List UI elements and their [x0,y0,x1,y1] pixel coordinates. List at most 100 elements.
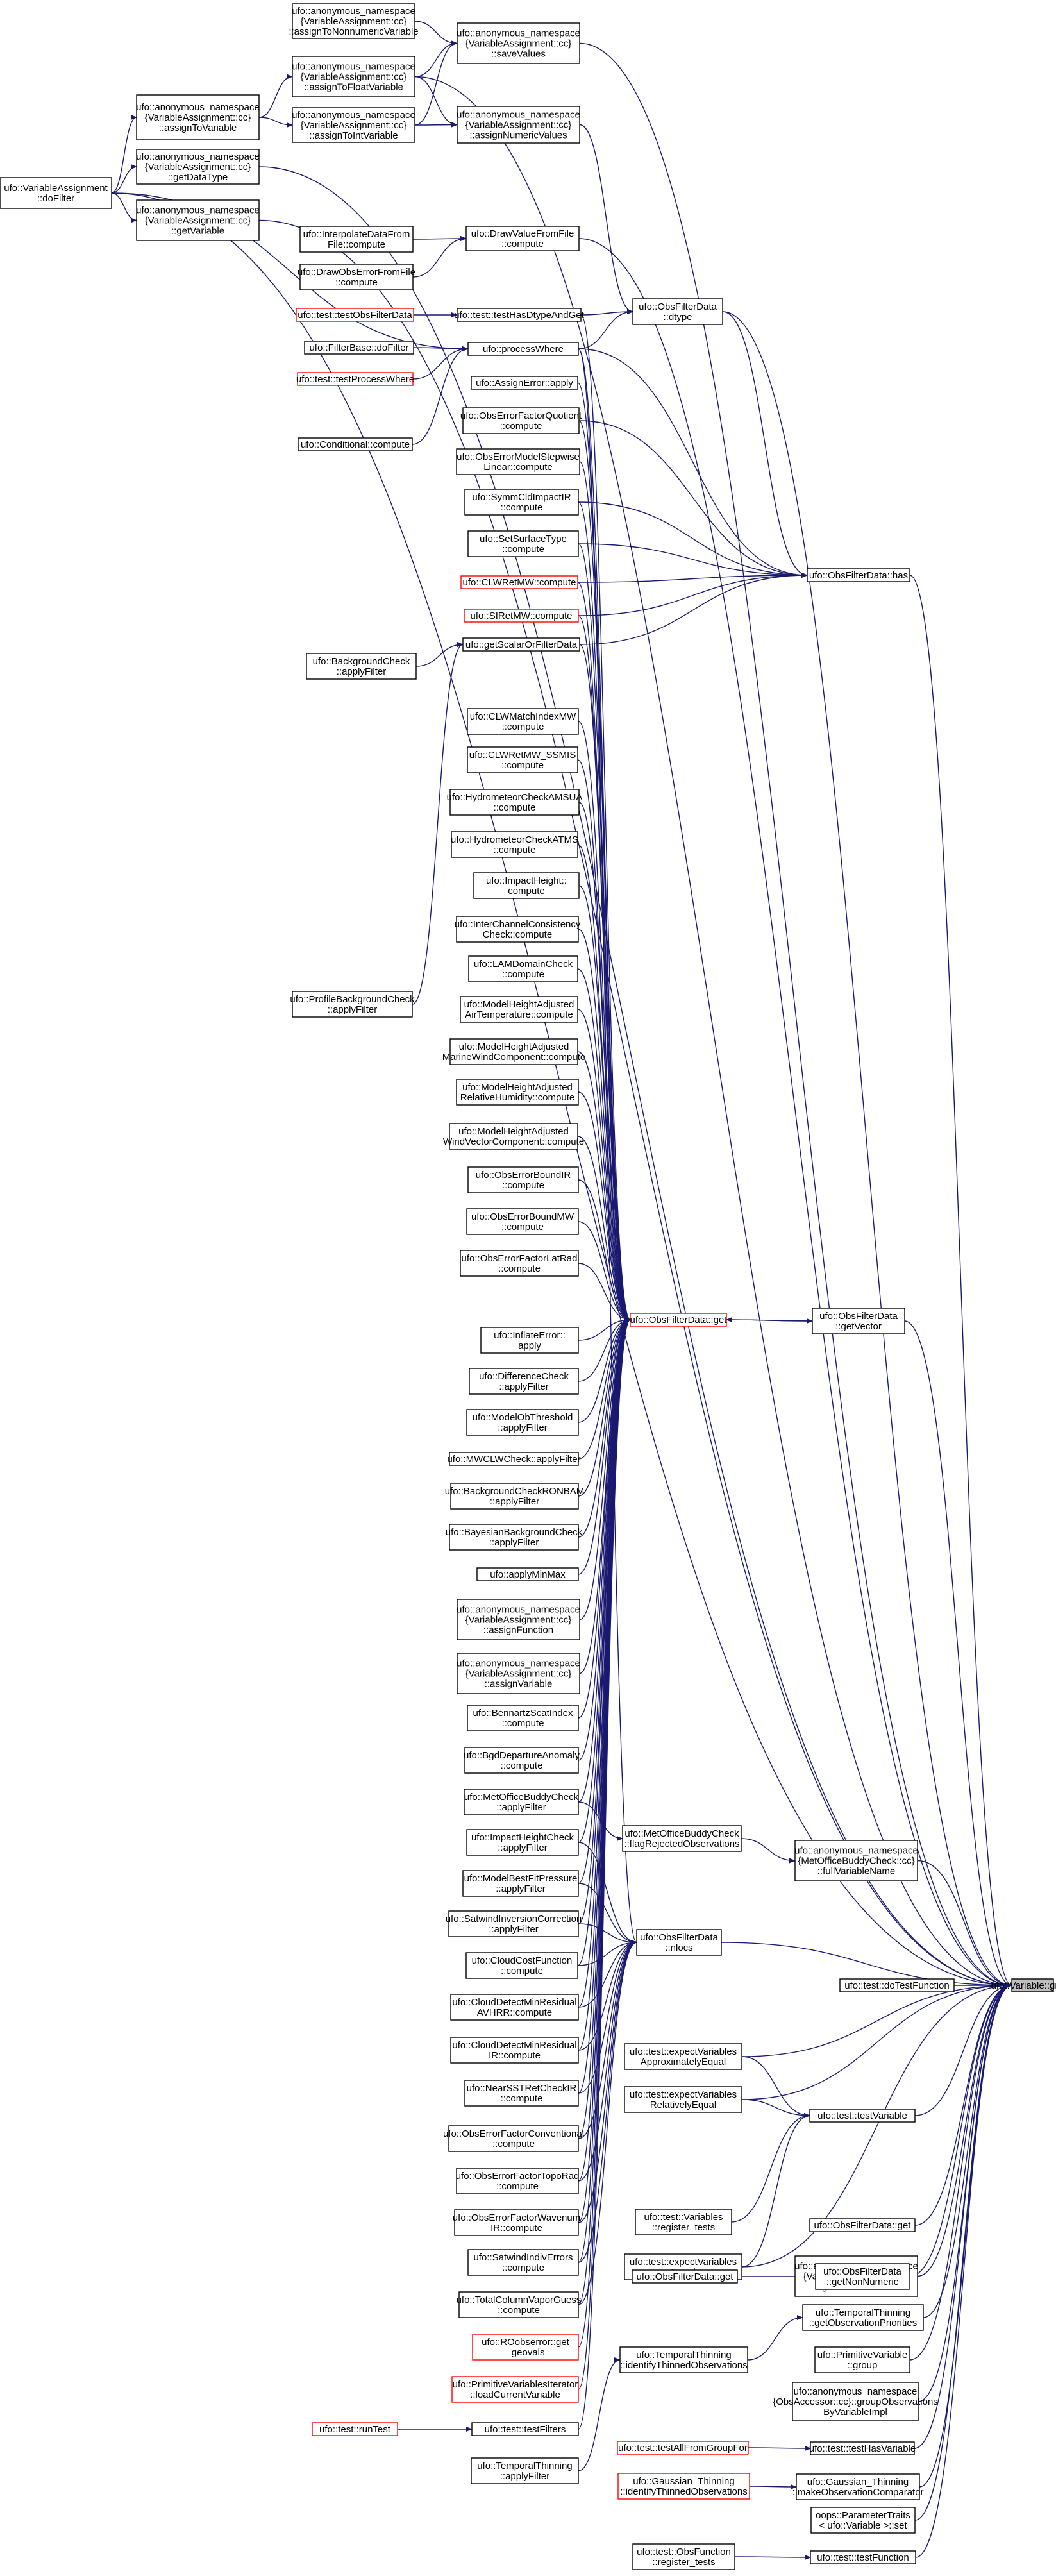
node-testProcessWhere[interactable]: ufo::test::testProcessWhere [296,372,414,386]
node-interChan[interactable]: ufo::InterChannelConsistencyCheck::compu… [455,916,581,943]
node-mhMarine[interactable]: ufo::ModelHeightAdjustedMarineWindCompon… [442,1038,585,1065]
node-impactH[interactable]: ufo::ImpactHeight::compute [473,872,580,899]
node-primIter[interactable]: ufo::PrimitiveVariablesIterator::loadCur… [451,2376,579,2403]
node-obsFuncReg[interactable]: ufo::test::ObsFunction::register_tests [632,2543,735,2570]
node-gaussIdent[interactable]: ufo::Gaussian_Thinning::identifyThinnedO… [617,2473,750,2500]
node-cloudCost[interactable]: ufo::CloudCostFunction::compute [465,1952,578,1979]
node-clwssmis[interactable]: ufo::CLWRetMW_SSMIS::compute [467,746,578,773]
node-testDo[interactable]: ufo::test::doTestFunction [839,1978,955,1992]
node-lamDomain[interactable]: ufo::LAMDomainCheck::compute [468,955,578,982]
node-clwret[interactable]: ufo::CLWRetMW::compute [460,575,578,589]
node-minmax[interactable]: ufo::applyMinMax [476,1567,579,1581]
node-assignFloat[interactable]: ufo::anonymous_namespace{VariableAssignm… [292,56,415,97]
node-assignErr[interactable]: ufo::AssignError::apply [471,376,578,390]
node-totalCol[interactable]: ufo::TotalColumnVaporGuess::compute [457,2291,582,2318]
node-fullVarName[interactable]: ufo::anonymous_namespace{MetOfficeBuddyC… [794,1840,918,1881]
node-getGet3[interactable]: ufo::ObsFilterData::get [632,2269,738,2284]
node-bennartz[interactable]: ufo::BennartzScatIndex::compute [467,1705,579,1731]
node-getPrior[interactable]: ufo::TemporalThinning::getObservationPri… [802,2304,924,2331]
node-getDataType[interactable]: ufo::anonymous_namespace{VariableAssignm… [136,149,260,185]
node-testHasVar[interactable]: ufo::test::testHasVariable [809,2441,916,2455]
node-expectApprox[interactable]: ufo::test::expectVariablesApproximatelyE… [624,2043,742,2070]
node-conditional[interactable]: ufo::Conditional::compute [298,437,413,451]
node-getScalar[interactable]: ufo::getScalarOrFilterData [462,637,580,652]
node-filterBase[interactable]: ufo::FilterBase::doFilter [304,341,414,355]
node-testAllFrom[interactable]: ufo::test::testAllFromGroupFor [617,2441,749,2455]
node-getNonNum[interactable]: ufo::ObsFilterData::getNonNumeric [815,2263,910,2290]
node-profBg[interactable]: ufo::ProfileBackgroundCheck::applyFilter [290,991,415,1018]
node-dtype[interactable]: ufo::ObsFilterData::dtype [632,298,723,325]
node-errTopo[interactable]: ufo::ObsErrorFactorTopoRad::compute [456,2168,580,2194]
node-errQuot[interactable]: ufo::ObsErrorFactorQuotient::compute [460,407,582,434]
node-runTest[interactable]: ufo::test::runTest [312,2422,398,2436]
node-testHasDtype[interactable]: ufo::test::testHasDtypeAndGet [454,308,585,322]
node-box [448,1910,579,1937]
node-roObs[interactable]: ufo::ROobserror::get_geovals [472,2334,579,2361]
node-inflate[interactable]: ufo::InflateError::apply [480,1327,579,1354]
node-groupObs[interactable]: ufo::anonymous_namespace{ObsAccessor::cc… [773,2382,938,2421]
node-testFunction[interactable]: ufo::test::testFunction [810,2550,916,2564]
node-assignInt[interactable]: ufo::anonymous_namespace{VariableAssignm… [292,107,415,143]
node-bayes[interactable]: ufo::BayesianBackgroundCheck::applyFilte… [446,1524,583,1551]
node-regTests[interactable]: ufo::test::Variables::register_tests [635,2209,732,2235]
node-identThin[interactable]: ufo::TemporalThinning::identifyThinnedOb… [619,2346,748,2373]
node-assignFunc[interactable]: ufo::anonymous_namespace{VariableAssignm… [457,1599,580,1640]
node-assignVar[interactable]: ufo::anonymous_namespace{VariableAssignm… [457,1653,580,1694]
node-errConv[interactable]: ufo::ObsErrorFactorConventional::compute [443,2125,584,2152]
node-mhRH[interactable]: ufo::ModelHeightAdjustedRelativeHumidity… [456,1079,579,1106]
node-temporalApply[interactable]: ufo::TemporalThinning::applyFilter [471,2457,579,2484]
node-mwclw[interactable]: ufo::MWCLWCheck::applyFilter [447,1452,581,1466]
node-modelOb[interactable]: ufo::ModelObThreshold::applyFilter [466,1409,579,1436]
node-siret[interactable]: ufo::SIRetMW::compute [464,609,579,623]
node-primGroup[interactable]: ufo::PrimitiveVariable::group [814,2346,910,2373]
node-processWhere[interactable]: ufo::processWhere [467,342,579,356]
node-paramSet[interactable]: oops::ParameterTraits< ufo::Variable >::… [810,2507,916,2534]
node-impactHC[interactable]: ufo::ImpactHeightCheck::applyFilter [466,1829,579,1856]
node-errLatRad[interactable]: ufo::ObsErrorFactorLatRad::compute [460,1250,579,1277]
node-hydroAMSUA[interactable]: ufo::HydrometeorCheckAMSUA::compute [447,789,583,816]
node-gaussComp[interactable]: ufo::Gaussian_Thinning::makeObservationC… [792,2473,924,2500]
node-box [457,106,580,144]
node-getVector[interactable]: ufo::ObsFilterData::getVector [812,1308,905,1334]
node-symm[interactable]: ufo::SymmCldImpactIR::compute [464,489,579,516]
node-drawObsErr[interactable]: ufo::DrawObsErrorFromFile::compute [298,264,415,290]
node-has[interactable]: ufo::ObsFilterData::has [807,568,910,582]
node-errStep[interactable]: ufo::ObsErrorModelStepwiseLinear::comput… [456,448,580,475]
node-assignNumeric[interactable]: ufo::anonymous_namespace{VariableAssignm… [457,106,580,144]
node-nlocs[interactable]: ufo::ObsFilterData::nlocs [636,1929,722,1956]
node-satInv[interactable]: ufo::SatwindInversionCorrection::applyFi… [446,1910,582,1937]
node-saveValues[interactable]: ufo::anonymous_namespace{VariableAssignm… [457,22,580,64]
node-group[interactable]: ufo::Variable::group [991,1978,1056,1992]
node-bgdDep[interactable]: ufo::BgdDepartureAnomaly::compute [464,1747,580,1774]
node-getGroup2[interactable]: ufo::ObsFilterData::get [809,2218,916,2232]
node-expectRel[interactable]: ufo::test::expectVariablesRelativelyEqua… [624,2086,742,2113]
node-mhAir[interactable]: ufo::ModelHeightAdjustedAirTemperature::… [460,996,578,1023]
node-setSurf[interactable]: ufo::SetSurfaceType::compute [467,530,579,557]
node-bgcheck[interactable]: ufo::BackgroundCheck::applyFilter [306,653,417,680]
node-testObsFilterData[interactable]: ufo::test::testObsFilterData [296,308,414,322]
node-moBuddy[interactable]: ufo::MetOfficeBuddyCheck::applyFilter [464,1789,579,1815]
node-testVariable[interactable]: ufo::test::testVariable [809,2109,916,2123]
node-assignToVar[interactable]: ufo::anonymous_namespace{VariableAssignm… [136,94,260,140]
node-bgRONBAM[interactable]: ufo::BackgroundCheckRONBAM::applyFilter [445,1483,585,1510]
node-vdofilter[interactable]: ufo::VariableAssignment::doFilter [0,177,112,209]
node-mhWind[interactable]: ufo::ModelHeightAdjustedWindVectorCompon… [443,1123,584,1150]
node-clwmatch[interactable]: ufo::CLWMatchIndexMW::compute [467,708,579,735]
node-errBoundIR[interactable]: ufo::ObsErrorBoundIR::compute [467,1166,579,1193]
node-diffCheck[interactable]: ufo::DifferenceCheck::applyFilter [469,1368,579,1395]
node-flagRej[interactable]: ufo::MetOfficeBuddyCheck::flagRejectedOb… [622,1825,742,1852]
node-testFilters[interactable]: ufo::test::testFilters [471,2422,579,2436]
node-getVariable[interactable]: ufo::anonymous_namespace{VariableAssignm… [136,199,260,241]
node-hydroATMS[interactable]: ufo::HydrometeorCheckATMS::compute [451,831,578,858]
node-satIndiv[interactable]: ufo::SatwindIndivErrors::compute [467,2249,579,2276]
node-nearSST[interactable]: ufo::NearSSTRetCheckIR::compute [464,2080,579,2107]
node-get[interactable]: ufo::ObsFilterData::get [630,1313,728,1327]
node-assignNonNum[interactable]: ufo::anonymous_namespace{VariableAssignm… [289,3,419,39]
node-errBoundMW[interactable]: ufo::ObsErrorBoundMW::compute [466,1208,579,1235]
node-cdAVHRR[interactable]: ufo::CloudDetectMinResidualAVHRR::comput… [450,1994,579,2021]
node-modelBest[interactable]: ufo::ModelBestFitPressure::applyFilter [462,1870,579,1897]
node-drawValue[interactable]: ufo::DrawValueFromFile::compute [465,226,580,251]
